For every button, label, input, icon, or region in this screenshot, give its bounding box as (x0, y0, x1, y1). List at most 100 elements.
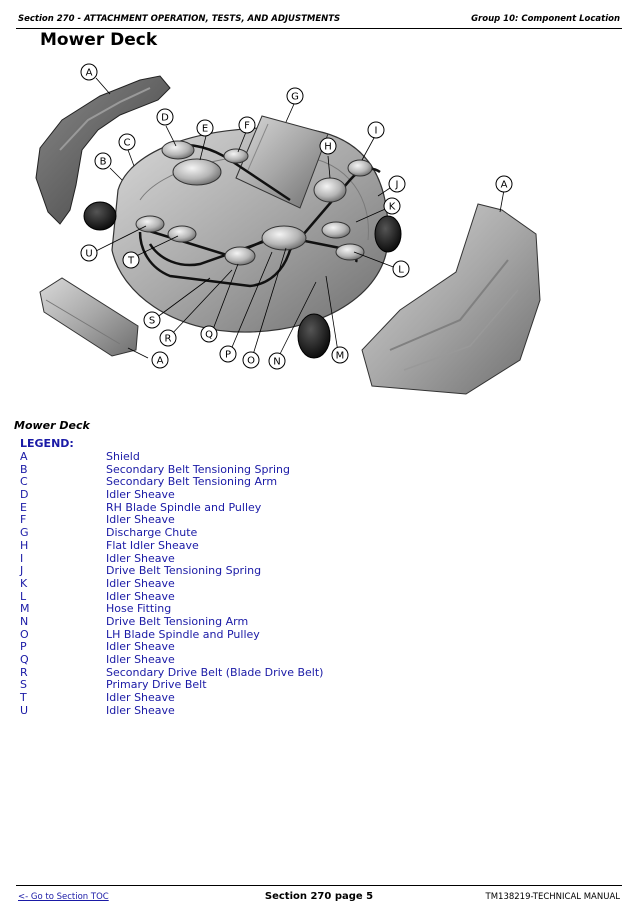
legend-desc: Primary Drive Belt (106, 678, 207, 692)
go-to-section-toc-link[interactable]: <- Go to Section TOC (18, 892, 109, 902)
right-shield (361, 203, 541, 395)
callout-o: O (242, 351, 260, 369)
callout-letter: A (501, 180, 508, 191)
callout-m: M (331, 346, 349, 364)
legend-item: N Drive Belt Tensioning Arm (20, 614, 323, 629)
legend-desc: Idler Sheave (106, 513, 175, 527)
callout-b: B (94, 152, 112, 170)
callout-letter: N (273, 357, 280, 368)
callout-letter: K (389, 202, 396, 213)
legend-key: G (20, 526, 29, 540)
legend-item: G Discharge Chute (20, 526, 323, 540)
callout-f: F (238, 116, 256, 134)
legend-key: F (20, 513, 27, 527)
legend-key: S (20, 678, 27, 692)
callout-letter: E (202, 124, 208, 135)
pulleys (135, 140, 373, 266)
legend-key: E (20, 500, 27, 514)
section-title: Section 270 - ATTACHMENT OPERATION, TEST… (18, 14, 341, 24)
legend-key: P (20, 640, 27, 654)
discharge-chute (235, 115, 329, 209)
legend-key: U (20, 703, 29, 717)
legend-key: N (20, 614, 29, 628)
callout-c: C (118, 133, 136, 151)
callout-s: S (143, 311, 161, 329)
leader-lines (93, 77, 505, 359)
figure-caption: Mower Deck (14, 419, 90, 432)
callout-letter: C (124, 138, 131, 149)
legend-item: F Idler Sheave (20, 514, 323, 527)
callout-letter: G (291, 92, 299, 103)
page-footer: <- Go to Section TOC Section 270 page 5 … (16, 885, 622, 908)
callout-a: A (80, 63, 98, 81)
legend-desc: LH Blade Spindle and Pulley (106, 627, 260, 641)
callout-h: H (319, 137, 337, 155)
page-number: Section 270 page 5 (264, 891, 374, 902)
legend-desc: Idler Sheave (106, 691, 175, 705)
callout-letter: F (244, 121, 250, 132)
legend-item: M Hose Fitting (20, 603, 323, 616)
legend-key: T (20, 691, 27, 705)
legend-key: O (20, 627, 29, 641)
legend-item: T Idler Sheave (20, 691, 323, 705)
callout-letter: B (100, 157, 107, 168)
callout-d: D (156, 108, 174, 126)
legend-desc: Drive Belt Tensioning Spring (106, 564, 262, 578)
legend-key: J (20, 564, 24, 578)
callout-i: I (367, 121, 385, 139)
callout-g: G (286, 87, 304, 105)
callout-u: U (80, 244, 98, 262)
callout-letter: P (225, 350, 231, 361)
legend-desc: Discharge Chute (106, 526, 198, 540)
callout-letter: I (375, 126, 378, 137)
legend-item: C Secondary Belt Tensioning Arm (20, 476, 323, 489)
callout-letter: L (398, 265, 404, 276)
legend-key: C (20, 475, 28, 489)
legend-desc: Secondary Belt Tensioning Spring (106, 462, 291, 476)
manual-id: TM138219-TECHNICAL MANUAL (485, 892, 620, 902)
page-title: Mower Deck (40, 30, 158, 50)
callout-letter: Q (205, 330, 213, 341)
legend-item: S Primary Drive Belt (20, 679, 323, 692)
legend-item: U Idler Sheave (20, 703, 323, 718)
callout-letter: J (395, 180, 399, 191)
callout-letter: D (161, 113, 169, 124)
legend-item: O LH Blade Spindle and Pulley (20, 627, 323, 642)
legend-key: L (20, 589, 27, 603)
callout-e: E (196, 119, 214, 137)
group-title: Group 10: Component Location (471, 14, 620, 24)
callout-t: T (122, 251, 140, 269)
legend-key: M (20, 602, 30, 616)
legend-key: R (20, 665, 28, 679)
callout-n: N (268, 352, 286, 370)
left-shield (35, 75, 171, 225)
legend-desc: Drive Belt Tensioning Arm (106, 614, 249, 628)
legend-desc: Idler Sheave (106, 703, 175, 717)
legend-desc: Hose Fitting (106, 602, 172, 616)
callout-l: L (392, 260, 410, 278)
legend-key: D (20, 488, 29, 502)
callout-letter: R (165, 334, 172, 345)
callout-letter: T (127, 256, 135, 267)
callout-r: R (159, 329, 177, 347)
legend-desc: Idler Sheave (106, 589, 175, 603)
legend-key: I (20, 551, 24, 565)
legend-desc: Secondary Belt Tensioning Arm (106, 475, 278, 489)
legend-desc: Flat Idler Sheave (106, 538, 199, 552)
legend-item: L Idler Sheave (20, 589, 323, 604)
callout-j: J (388, 175, 406, 193)
callout-letter: A (86, 68, 93, 79)
